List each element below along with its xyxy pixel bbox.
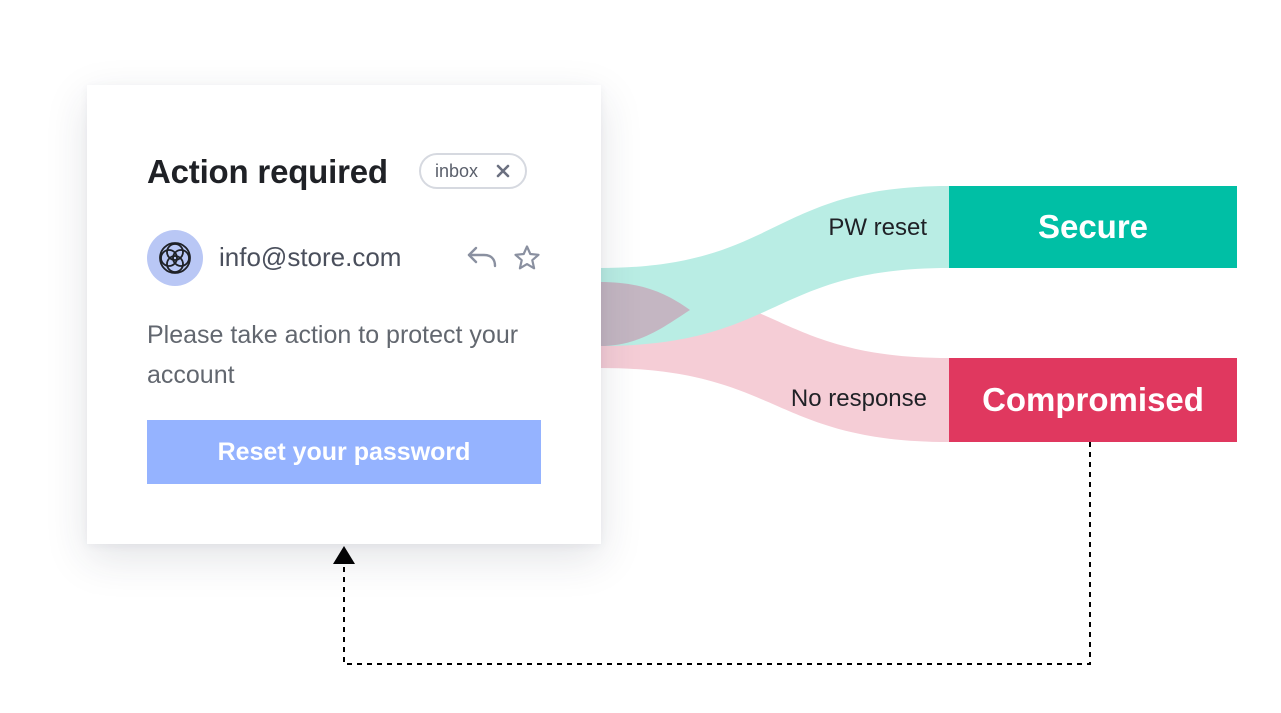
reset-password-button[interactable]: Reset your password: [147, 420, 541, 484]
close-icon[interactable]: [495, 163, 511, 179]
avatar: [147, 230, 203, 286]
reply-icon[interactable]: [466, 244, 498, 272]
secure-outcome: Secure: [949, 186, 1237, 268]
flower-logo-icon: [159, 242, 191, 274]
sender-address: info@store.com: [219, 242, 402, 272]
pw-reset-band: [600, 186, 949, 346]
inbox-tag[interactable]: inbox: [419, 153, 527, 189]
email-title: Action required: [147, 153, 388, 190]
inbox-tag-label: inbox: [435, 160, 479, 181]
pw-reset-label: PW reset: [828, 214, 927, 241]
band-overlap: [600, 282, 690, 346]
no-response-label: No response: [790, 385, 927, 412]
feedback-arrowhead: [333, 546, 355, 564]
star-icon[interactable]: [513, 244, 541, 272]
compromised-outcome: Compromised: [949, 358, 1237, 442]
email-body: Please take action to protect your accou…: [147, 321, 519, 389]
email-card: Action required inbox info@store.com: [87, 85, 601, 544]
feedback-loop-line: [343, 442, 1091, 665]
